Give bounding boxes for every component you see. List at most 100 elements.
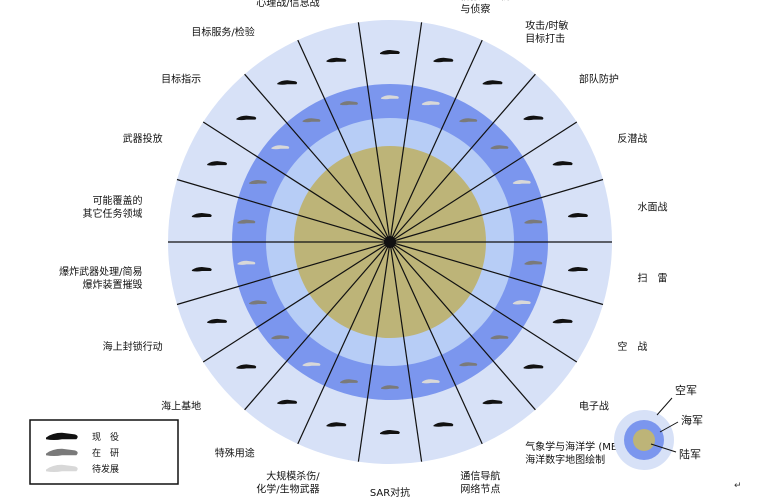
mission-label: 目标服务/检验 — [191, 26, 254, 39]
uav-navy-marker — [381, 95, 399, 100]
mission-label: 通信导航网络节点 — [460, 469, 500, 495]
mission-label: 特殊用途 — [215, 446, 255, 459]
return-mark: ↵ — [734, 481, 742, 491]
uav-navy-marker — [249, 180, 267, 185]
uav-current-marker — [207, 318, 227, 324]
uav-current-marker — [277, 80, 298, 85]
center-hub — [384, 236, 396, 248]
mission-spoke — [389, 22, 423, 243]
uav-navy-marker — [490, 335, 509, 340]
legend-uav-current — [46, 432, 78, 440]
uav-navy-marker — [490, 145, 509, 150]
mission-label: 气象学与海洋学 (METOC)海洋数字地图绘制 — [525, 440, 642, 466]
mission-label: 大规模杀伤/化学/生物武器 — [256, 469, 320, 495]
uav-current-marker — [236, 115, 257, 121]
uav-navy-marker — [512, 180, 531, 185]
mission-spoke — [176, 241, 391, 306]
corps-legend: 空军 海军 陆军 — [614, 383, 703, 470]
mission-label: 海上基地 — [161, 400, 201, 413]
mission-label: 海上封锁行动 — [103, 340, 163, 353]
mission-label: 反潜战 — [617, 132, 647, 145]
corps-legend-army-core — [633, 429, 655, 451]
mission-spoke — [389, 241, 483, 445]
mission-label: 可能覆盖的其它任务领域 — [83, 194, 143, 220]
mission-spoke — [357, 241, 391, 462]
corps-legend-army-label: 陆军 — [679, 447, 701, 461]
mission-spoke — [389, 241, 604, 306]
uav-current-marker — [380, 50, 400, 55]
legend-label-developing: 在 研 — [92, 447, 119, 459]
uav-navy-marker — [249, 300, 267, 305]
mission-label: 部队防护 — [579, 72, 619, 85]
uav-current-marker — [207, 161, 227, 166]
uav-navy-marker — [524, 219, 543, 224]
uav-current-marker — [482, 399, 503, 405]
mission-label: SAR对抗 — [370, 486, 410, 499]
uav-current-marker — [568, 213, 588, 218]
mission-label: 水面战 — [638, 201, 668, 213]
corps-legend-navy-leader — [659, 421, 679, 433]
uav-markers — [191, 50, 588, 435]
legend-label-current: 现 役 — [92, 431, 119, 443]
uav-current-marker — [191, 267, 212, 272]
legend-uav-future — [46, 464, 78, 472]
mission-label: 爆炸武器处理/简易爆炸装置摧毁 — [59, 265, 142, 291]
mission-label: 情报、监视与侦察 — [460, 0, 510, 16]
mission-spoke — [244, 241, 391, 411]
uav-current-marker — [326, 422, 347, 427]
corps-legend-air-force-label: 空军 — [675, 383, 697, 397]
uav-navy-marker — [421, 379, 440, 384]
corps-legend-navy-label: 海军 — [681, 413, 703, 427]
mission-spoke — [202, 121, 391, 243]
uav-navy-marker — [302, 362, 321, 367]
uav-navy-marker — [459, 362, 478, 367]
uav-current-marker — [433, 422, 454, 427]
mission-spoke — [389, 241, 423, 462]
mission-label: 武器投放 — [123, 132, 163, 145]
uav-current-marker — [380, 430, 400, 435]
uav-current-marker — [277, 399, 298, 405]
uav-current-marker — [326, 57, 347, 63]
mission-label: 攻击/时敏目标打击 — [525, 19, 568, 45]
uav-navy-marker — [421, 101, 440, 106]
mission-spoke — [176, 178, 391, 243]
uav-current-marker — [482, 80, 503, 85]
uav-navy-marker — [271, 145, 290, 150]
mission-spoke — [389, 178, 604, 243]
mission-spoke — [297, 39, 391, 243]
uav-navy-marker — [302, 118, 321, 123]
mission-label: 目标指示 — [161, 72, 201, 85]
mission-spoke — [202, 241, 391, 363]
uav-current-marker — [552, 161, 573, 166]
uav-current-marker — [523, 115, 544, 121]
mission-spoke — [244, 73, 391, 243]
mission-label: 空 战 — [617, 340, 647, 353]
mission-spokes — [168, 22, 612, 462]
legend-label-future: 待发展 — [92, 463, 119, 475]
legend-uav-developing — [46, 448, 78, 456]
mission-spoke — [389, 39, 483, 243]
uav-navy-marker — [237, 260, 256, 265]
mission-spoke — [389, 241, 536, 411]
corps-legend-army-leader — [650, 443, 677, 453]
mission-label: 心理战/信息战 — [256, 0, 319, 9]
uav-navy-marker — [512, 300, 531, 305]
uav-navy-marker — [524, 260, 543, 265]
uav-current-marker — [236, 364, 257, 369]
uav-current-marker — [191, 213, 212, 218]
mission-spoke — [357, 22, 391, 243]
uav-navy-marker — [340, 101, 358, 106]
mission-spoke — [389, 73, 536, 243]
corps-legend-air-leader — [656, 397, 673, 416]
mission-spoke — [389, 121, 578, 243]
uav-navy-marker — [340, 379, 358, 384]
mission-label: 电子战 — [579, 400, 609, 413]
uav-current-marker — [523, 364, 544, 369]
uav-current-marker — [568, 267, 588, 272]
uav-navy-marker — [459, 118, 478, 123]
mission-spoke — [389, 241, 578, 363]
uav-navy-marker — [381, 385, 399, 390]
